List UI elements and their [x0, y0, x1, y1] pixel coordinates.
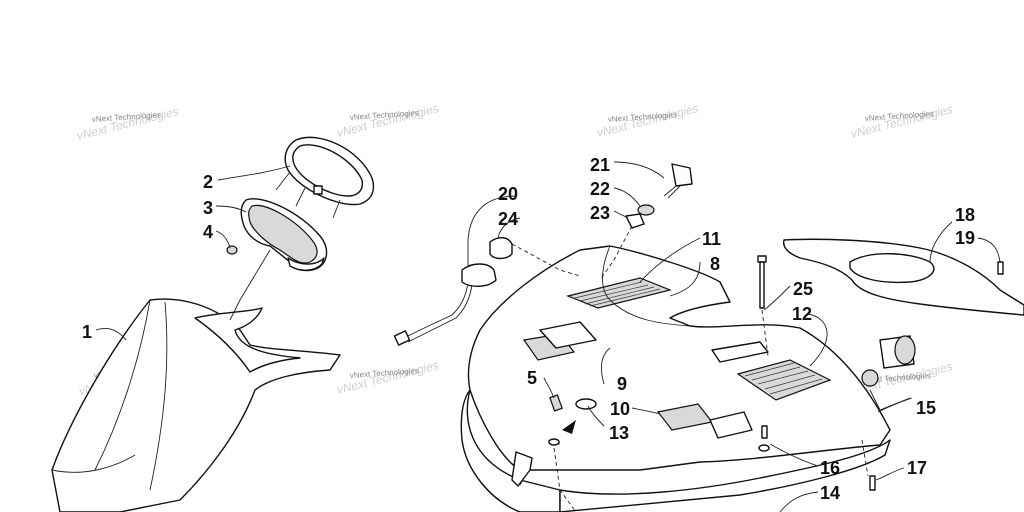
callout-19: 19: [955, 228, 975, 248]
callout-18: 18: [955, 205, 975, 225]
part-25-bolt: [757, 255, 767, 309]
callout-3: 3: [203, 198, 213, 218]
part-17-screw: [869, 475, 876, 491]
callout-20: 20: [498, 184, 518, 204]
part-2-gauge: [275, 136, 375, 219]
part-21-key: [663, 163, 693, 199]
pad-hatching-11: [574, 281, 661, 307]
part-19-screw: [997, 261, 1004, 275]
part-24-plug: [489, 237, 513, 260]
pad-hatching-12: [744, 362, 823, 395]
callout-labels: 1 2 3 4 5 8 9 10 11 12 13 14 15 16 17 18…: [82, 155, 975, 503]
callout-16: 16: [820, 458, 840, 478]
callout-23: 23: [590, 203, 610, 223]
callout-12: 12: [792, 304, 812, 324]
callout-24: 24: [498, 209, 518, 229]
arrow-marker: [562, 420, 576, 434]
callout-13: 13: [609, 423, 629, 443]
leader-lines: [95, 161, 1001, 512]
callout-10: 10: [610, 399, 630, 419]
callout-22: 22: [590, 179, 610, 199]
part-23-nut: [625, 213, 645, 229]
callout-25: 25: [793, 279, 813, 299]
part-12-pad: [736, 359, 832, 401]
watermark-large: vNext Technologies: [75, 104, 180, 143]
callout-2: 2: [203, 172, 213, 192]
callout-4: 4: [203, 222, 213, 242]
callout-14: 14: [820, 483, 840, 503]
part-20-harness: [393, 261, 497, 346]
part-16-screw: [758, 425, 770, 452]
part-18-side-panel: [783, 238, 1024, 316]
callout-9: 9: [617, 374, 627, 394]
part-22-washer: [637, 204, 655, 216]
part-1-front-nose-panel: [51, 298, 341, 512]
callout-8: 8: [710, 254, 720, 274]
callout-1: 1: [82, 322, 92, 342]
main-console: [460, 245, 891, 512]
callout-11: 11: [702, 229, 721, 249]
part-15-lock: [861, 335, 916, 411]
callout-5: 5: [527, 368, 537, 388]
part-3-bezel: [240, 198, 328, 272]
callout-21: 21: [590, 155, 610, 175]
callout-17: 17: [907, 458, 927, 478]
part-13-clip: [547, 398, 597, 446]
part-4-grommet: [226, 245, 238, 255]
callout-15: 15: [916, 398, 936, 418]
